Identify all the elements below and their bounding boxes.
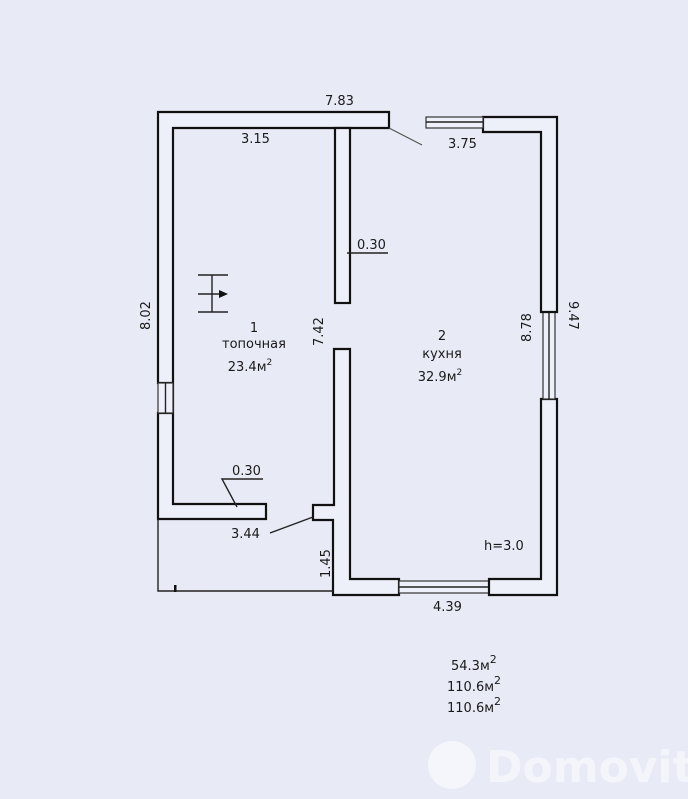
dim-partition-thickness: 0.30 [357, 238, 386, 253]
dim-top-right: 3.75 [448, 137, 477, 152]
door-swing [388, 127, 423, 146]
watermark: Domovita [486, 742, 688, 793]
dim-bottom-left: 3.44 [231, 527, 260, 542]
dim-bottom-right: 4.39 [433, 600, 462, 615]
room2-number: 2 [438, 329, 446, 344]
total-area-1: 54.3м2 [451, 653, 497, 674]
room1-number: 1 [250, 321, 258, 336]
porch-outline [157, 519, 333, 592]
room1-name: топочная [222, 337, 286, 352]
partition-upper [333, 126, 352, 305]
room1-area: 23.4м2 [228, 358, 273, 375]
total-area-3: 110.6м2 [447, 695, 501, 716]
dim-top-left: 3.15 [241, 132, 270, 147]
total-area-2: 110.6м2 [447, 674, 501, 695]
dim-right-inner: 8.78 [520, 313, 535, 342]
ceiling-height: h=3.0 [484, 539, 524, 554]
dim-right-outer: 9.47 [565, 301, 580, 330]
room2-area: 32.9м2 [418, 368, 463, 385]
dim-left-height: 8.02 [139, 301, 154, 330]
dim-porch-depth: 1.45 [319, 549, 334, 578]
stair-icon [198, 274, 228, 313]
watermark-logo-icon [428, 741, 476, 789]
wall-room2 [311, 347, 401, 597]
room2-name: кухня [422, 347, 462, 362]
dim-top-total: 7.83 [325, 94, 354, 109]
dim-partition-length: 7.42 [312, 317, 327, 346]
wall-room1-outer [156, 110, 391, 521]
dim-wall-thickness: 0.30 [232, 464, 261, 479]
